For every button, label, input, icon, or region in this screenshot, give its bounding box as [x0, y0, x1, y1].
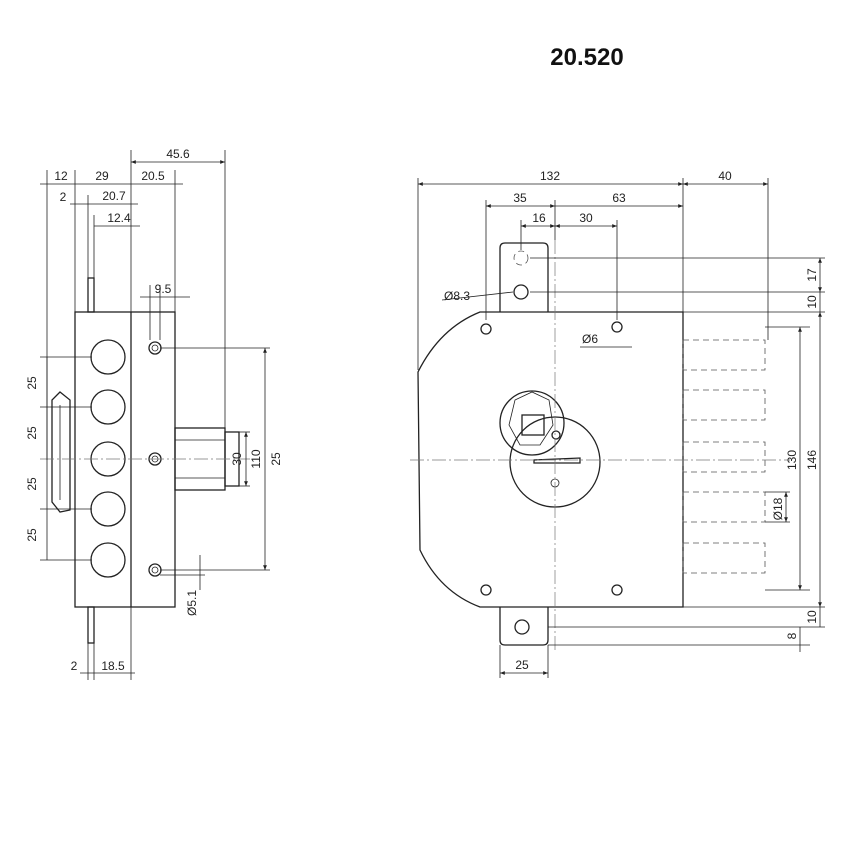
dim-25-d: 25 [25, 528, 39, 542]
dim-35: 35 [513, 191, 527, 205]
dim-30: 30 [230, 452, 244, 466]
bolts-dashed [682, 339, 766, 574]
dim-12-4: 12.4 [107, 211, 131, 225]
bottom-ear-hole [514, 619, 530, 635]
dim-5-1: Ø5.1 [185, 590, 199, 616]
leader-8-3 [441, 291, 514, 301]
dim-17: 17 [805, 268, 819, 282]
front-case [417, 311, 684, 608]
dim-25-b: 25 [25, 426, 39, 440]
key-pin [551, 430, 561, 440]
dim-18: Ø18 [771, 497, 785, 520]
top-ear-hole-dashed [513, 250, 529, 266]
dim-63: 63 [612, 191, 626, 205]
dim-25-a: 25 [25, 376, 39, 390]
front-hole-tr [611, 321, 623, 333]
front-view: 132 40 35 63 16 30 Ø8.3 Ø6 17 10 130 [410, 169, 825, 678]
top-ear-hole [513, 284, 529, 300]
drawing-title: 20.520 [550, 44, 624, 71]
dim-130: 130 [785, 450, 799, 470]
dim-6: Ø6 [582, 332, 598, 346]
dim-146: 146 [805, 450, 819, 470]
dim-45-6: 45.6 [166, 147, 190, 161]
dim-20-7: 20.7 [102, 189, 126, 203]
bolt-4 [682, 491, 766, 523]
side-view: 12 29 20.5 45.6 2 20.7 12.4 9.5 25 25 25… [25, 147, 283, 680]
dim-2-top: 2 [60, 190, 67, 204]
key-slot [521, 414, 545, 436]
knob-profile [51, 391, 71, 513]
dim-25-right: 25 [269, 452, 283, 466]
dim-16: 16 [532, 211, 546, 225]
dim-25-front: 25 [515, 658, 529, 672]
key-knob-hex [508, 391, 554, 446]
bolt-2 [682, 389, 766, 421]
key-knob [499, 390, 565, 456]
bolt-5 [682, 542, 766, 574]
dim-8-3: Ø8.3 [444, 289, 470, 303]
side-hole-bottom-inner [151, 566, 159, 574]
front-hole-br [611, 584, 623, 596]
faceplate-bottom-tab [87, 606, 95, 644]
top-ear [499, 242, 549, 312]
dim-2-bottom: 2 [71, 659, 78, 673]
side-hole-bottom [148, 563, 162, 577]
dim-12: 12 [54, 169, 68, 183]
bolt-circle-4 [90, 491, 126, 527]
dim-29: 29 [95, 169, 109, 183]
dim-25-c: 25 [25, 477, 39, 491]
dim-110: 110 [249, 449, 263, 468]
side-hole-top-inner [151, 344, 159, 352]
dim-10-bottom: 10 [805, 610, 819, 624]
dim-10-top: 10 [805, 295, 819, 309]
bottom-ear [499, 607, 549, 646]
bolt-3 [682, 441, 766, 473]
front-hole-tl [480, 323, 492, 335]
dim-18-5: 18.5 [101, 659, 125, 673]
bolt-1 [682, 339, 766, 371]
bolt-circle-1 [90, 339, 126, 375]
front-hole-bl [480, 584, 492, 596]
dim-8: 8 [785, 632, 799, 639]
bolt-circle-5 [90, 542, 126, 578]
dim-132: 132 [540, 169, 560, 183]
dim-30-front: 30 [579, 211, 593, 225]
faceplate-top-tab [87, 277, 95, 313]
dim-20-5: 20.5 [141, 169, 165, 183]
dim-9-5: 9.5 [155, 282, 172, 296]
side-hole-top [148, 341, 162, 355]
bolt-circle-2 [90, 389, 126, 425]
dim-40: 40 [718, 169, 732, 183]
cylinder-lever [533, 457, 581, 464]
